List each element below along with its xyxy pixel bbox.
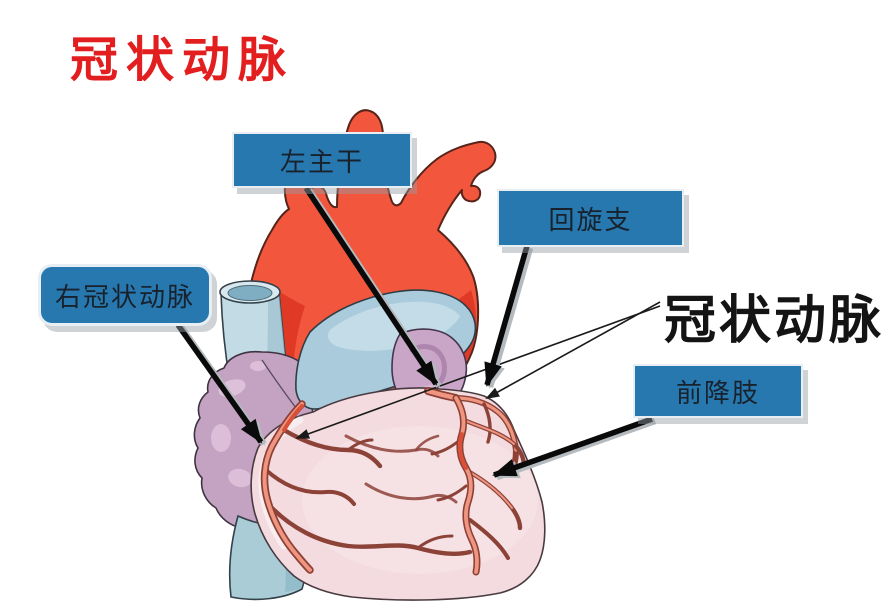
callout-left-main: 左主干: [232, 132, 412, 188]
callout-circumflex-label: 回旋支: [548, 204, 633, 235]
pointer-line-coronary-1: [485, 301, 661, 399]
coronary-artery-big-label: 冠状动脉: [664, 293, 885, 350]
coronary-arteries: [260, 387, 527, 576]
callout-right-coronary-label: 右冠状动脉: [54, 281, 195, 312]
arrow-anterior-descending: [492, 416, 653, 478]
callout-right-coronary: 右冠状动脉: [38, 264, 212, 326]
callout-anterior-descending: 前降肢: [633, 364, 803, 418]
arrow-circumflex: [484, 245, 530, 387]
arrow-right-coronary: [175, 323, 264, 444]
callout-arrows: [175, 186, 657, 481]
callout-circumflex: 回旋支: [497, 189, 684, 247]
callout-left-main-label: 左主干: [279, 146, 364, 177]
callout-anterior-descending-label: 前降肢: [675, 377, 760, 408]
arrow-left-main: [303, 186, 439, 386]
page-title: 冠状动脉: [70, 34, 295, 87]
pointer-line-coronary-2: [295, 305, 661, 439]
pointer-lines: [295, 301, 661, 439]
